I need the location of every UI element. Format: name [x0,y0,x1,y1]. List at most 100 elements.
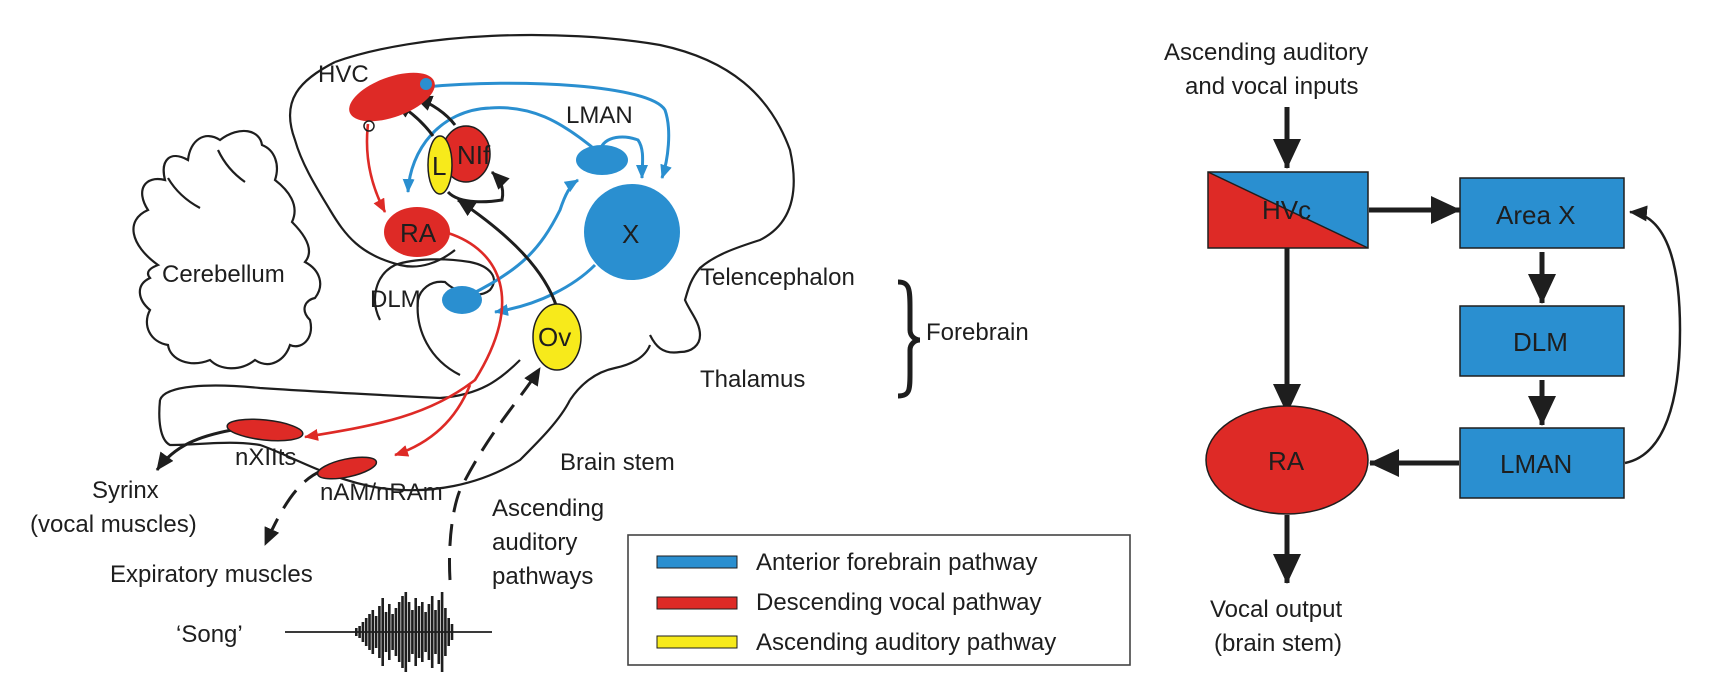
input-label-line1: Ascending auditory [1164,39,1368,66]
dashed-auditory-input [263,367,542,581]
legend-swatch-descending [656,596,738,610]
nucleus-label-nam-nram: nAM/nRAm [320,479,443,506]
ascending-auditory-arrows [155,95,559,471]
waveform-bar [368,614,371,650]
label-ascending: Ascending [492,495,604,522]
legend-label-descending: Descending vocal pathway [756,589,1042,616]
waveform-bar [407,602,411,662]
nucleus-area-x [584,184,680,280]
nucleus-label-nxiits: nXIIts [235,444,296,471]
nucleus-ra [384,207,450,257]
waveform-bar [421,602,424,662]
waveform-bar [374,616,378,648]
waveform-bars [355,592,454,672]
cerebellum-outline [132,129,322,370]
waveform-bar [397,602,401,662]
input-label-line2: and vocal inputs [1185,73,1358,100]
brain-sagittal-section [132,33,795,492]
waveform-bar [371,610,375,654]
descending-vocal-pathway-arrows [304,123,504,457]
label-vocal-muscles: (vocal muscles) [30,511,197,538]
anterior-forebrain-pathway-arrows [402,81,672,316]
legend-label-anterior: Anterior forebrain pathway [756,549,1037,576]
region-label-brain-stem: Brain stem [560,449,675,476]
region-label-cerebellum: Cerebellum [162,261,285,288]
forebrain-brace [897,279,921,399]
flow-node-hvc [1207,171,1369,249]
legend-swatch-anterior [656,555,738,569]
song-waveform [285,592,492,672]
nucleus-dlm [442,286,482,314]
nucleus-l [427,135,453,195]
cerebellum-folia [167,149,246,209]
waveform-bar [444,608,447,656]
flow-node-ra [1205,405,1369,515]
nucleus-nam-nram [316,456,378,480]
thalamus-outline [373,258,495,376]
waveform-bar [404,592,408,672]
label-pathways: pathways [492,563,593,590]
flow-node-dlm [1459,305,1625,377]
nucleus-ov [532,303,582,371]
waveform-bar [414,598,417,666]
waveform-bar [378,606,381,658]
nucleus-lman [576,145,628,175]
waveform-bar [401,596,404,668]
legend-label-ascending: Ascending auditory pathway [756,629,1056,656]
output-label-line1: Vocal output [1210,596,1342,623]
telencephalon-inner-outline [289,61,456,268]
waveform-bar [447,618,450,646]
waveform-bar [394,608,398,656]
flow-node-label-area-x: Area X [1496,200,1576,230]
nucleus-label-l: L [432,151,446,181]
flow-arrows [1273,107,1682,584]
legend: Anterior forebrain pathway Descending vo… [627,534,1131,666]
nucleus-label-nif: NIf [457,140,491,170]
waveform-bar [355,628,358,636]
nucleus-label-ov: Ov [538,322,571,352]
telencephalon-outline [334,33,795,354]
label-auditory: auditory [492,529,577,556]
waveform-bar [411,610,414,654]
nucleus-label-x: X [622,219,639,249]
output-label-line2: (brain stem) [1214,630,1342,657]
midbrain-outline [569,344,652,401]
label-expiratory-muscles: Expiratory muscles [110,561,313,588]
waveform-bar [450,624,454,640]
waveform-bar [384,612,388,652]
nucleus-nxiits [226,418,304,442]
label-song: ‘Song’ [176,621,243,648]
nucleus-hvc [349,72,435,132]
flow-node-lman [1459,427,1625,499]
nucleus-label-ra: RA [400,218,437,248]
waveform-bar [430,596,434,668]
waveform-bar [440,592,444,672]
nucleus-label-dlm: DLM [370,286,421,313]
waveform-bar [361,622,365,642]
waveform-bar [424,612,427,652]
waveform-bar [434,610,437,654]
label-syrinx: Syrinx [92,477,159,504]
waveform-bar [364,618,368,646]
waveform-bar [391,614,394,650]
flow-node-label-lman: LMAN [1500,449,1572,479]
waveform-bar [381,598,384,666]
waveform-bar [427,604,431,660]
waveform-bar [358,626,361,638]
flow-node-label-dlm: DLM [1513,327,1568,357]
flow-node-label-hvc: HVc [1262,195,1311,225]
arrow-lman-to-areax [1624,205,1682,465]
region-label-thalamus: Thalamus [700,366,805,393]
legend-swatch-ascending [656,635,738,649]
nucleus-label-lman: LMAN [566,102,633,129]
flow-node-area-x [1459,177,1625,249]
nucleus-label-hvc: HVC [318,61,369,88]
waveform-bar [437,600,441,664]
waveform-bar [417,606,421,658]
flow-node-label-ra: RA [1268,446,1305,476]
waveform-bar [388,604,391,660]
region-label-telencephalon: Telencephalon [700,264,855,291]
region-label-forebrain: Forebrain [926,319,1029,346]
